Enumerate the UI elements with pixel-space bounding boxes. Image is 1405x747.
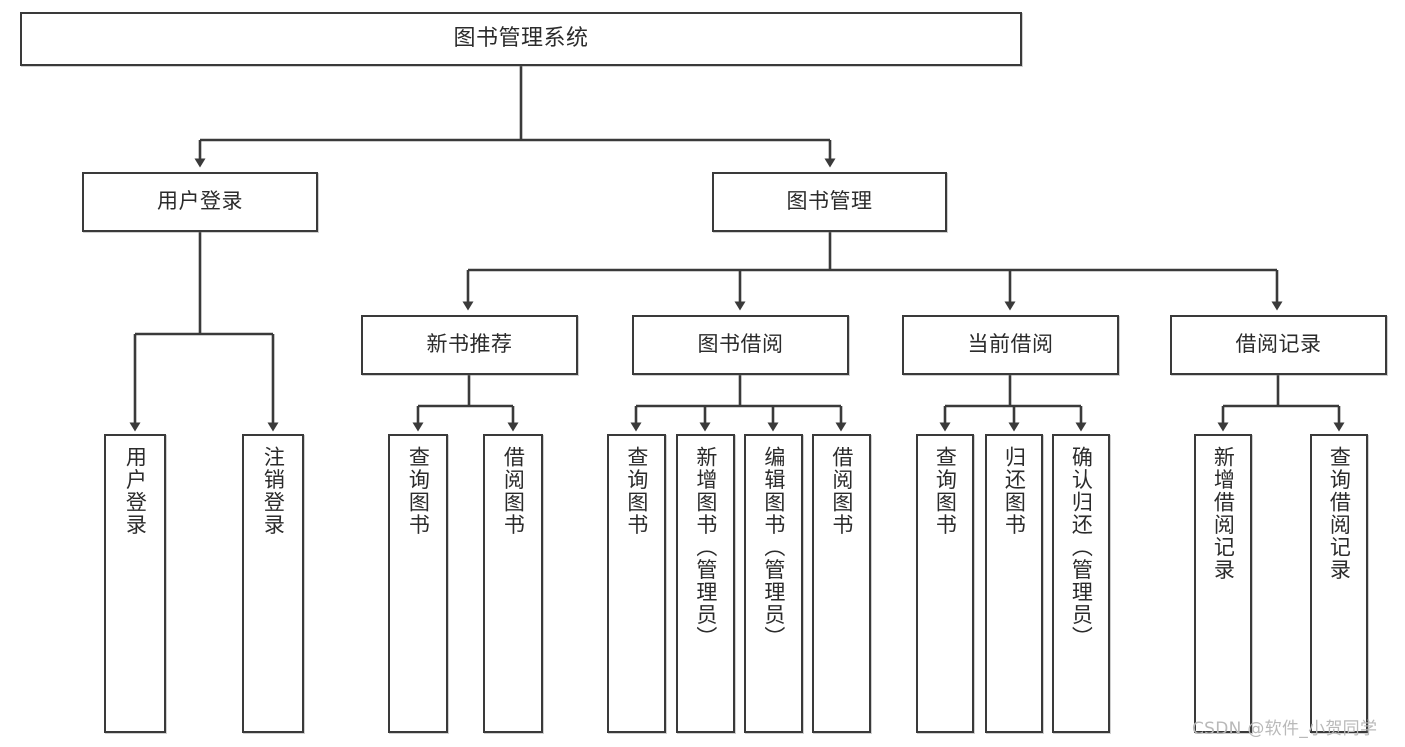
node-leaf-query-book-2[interactable]: 查询图书 bbox=[607, 434, 666, 733]
node-book-borrow[interactable]: 图书借阅 bbox=[632, 315, 849, 375]
node-leaf-edit-book[interactable]: 编辑图书（管理员） bbox=[744, 434, 803, 733]
node-leaf-query-record[interactable]: 查询借阅记录 bbox=[1310, 434, 1368, 733]
node-book-management[interactable]: 图书管理 bbox=[712, 172, 947, 232]
node-label: 借阅图书 bbox=[501, 446, 526, 536]
node-label: 查询图书 bbox=[406, 446, 431, 536]
node-label: 图书管理系统 bbox=[453, 25, 589, 51]
node-label: 编辑图书（管理员） bbox=[761, 446, 786, 649]
node-label: 图书管理 bbox=[786, 189, 873, 214]
node-label: 新增图书（管理员） bbox=[693, 446, 718, 649]
node-leaf-query-book-3[interactable]: 查询图书 bbox=[916, 434, 974, 733]
node-label: 查询图书 bbox=[933, 446, 958, 536]
node-leaf-add-book[interactable]: 新增图书（管理员） bbox=[676, 434, 735, 733]
node-borrow-record[interactable]: 借阅记录 bbox=[1170, 315, 1387, 375]
node-label: 借阅图书 bbox=[829, 446, 854, 536]
node-label: 借阅记录 bbox=[1235, 332, 1322, 357]
node-label: 查询借阅记录 bbox=[1327, 446, 1352, 581]
node-label: 查询图书 bbox=[624, 446, 649, 536]
node-label: 注销登录 bbox=[261, 446, 286, 536]
node-label: 当前借阅 bbox=[967, 332, 1054, 357]
node-label: 图书借阅 bbox=[697, 332, 784, 357]
node-root[interactable]: 图书管理系统 bbox=[20, 12, 1022, 66]
node-current-borrow[interactable]: 当前借阅 bbox=[902, 315, 1119, 375]
node-label: 新书推荐 bbox=[426, 332, 513, 357]
node-leaf-add-record[interactable]: 新增借阅记录 bbox=[1194, 434, 1252, 733]
node-leaf-borrow-book-1[interactable]: 借阅图书 bbox=[483, 434, 543, 733]
node-leaf-borrow-book-2[interactable]: 借阅图书 bbox=[812, 434, 871, 733]
node-leaf-confirm-return[interactable]: 确认归还（管理员） bbox=[1052, 434, 1110, 733]
node-label: 新增借阅记录 bbox=[1211, 446, 1236, 581]
node-label: 用户登录 bbox=[123, 446, 148, 536]
node-label: 用户登录 bbox=[157, 189, 243, 214]
watermark: CSDN @软件_小贺同学 bbox=[1192, 719, 1378, 739]
node-new-book-recommend[interactable]: 新书推荐 bbox=[361, 315, 578, 375]
node-leaf-logout-login[interactable]: 注销登录 bbox=[242, 434, 304, 733]
node-label: 确认归还（管理员） bbox=[1069, 446, 1094, 649]
node-leaf-return-book[interactable]: 归还图书 bbox=[985, 434, 1043, 733]
node-label: 归还图书 bbox=[1002, 446, 1027, 536]
node-user-login[interactable]: 用户登录 bbox=[82, 172, 318, 232]
node-leaf-query-book-1[interactable]: 查询图书 bbox=[388, 434, 448, 733]
node-leaf-user-login[interactable]: 用户登录 bbox=[104, 434, 166, 733]
